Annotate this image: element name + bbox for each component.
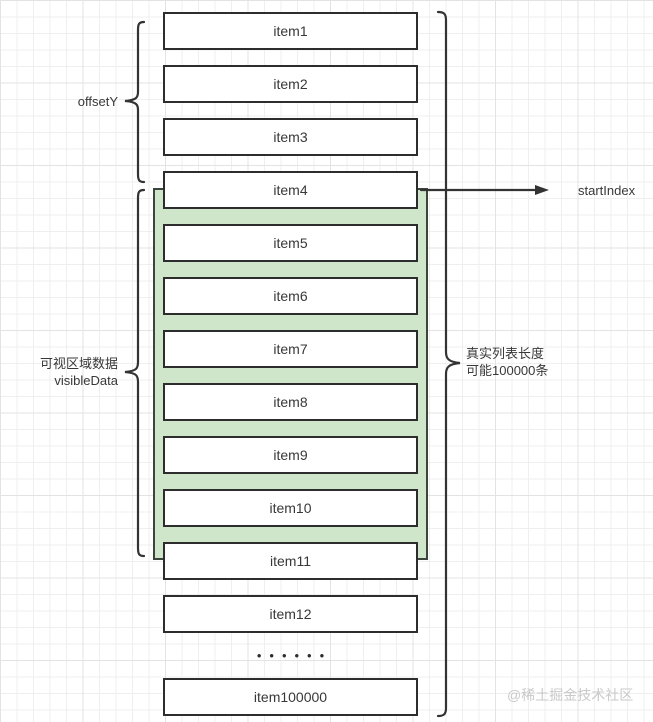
list-item: item8 bbox=[163, 383, 418, 421]
list-item: item1 bbox=[163, 12, 418, 50]
startindex-label: startIndex bbox=[578, 183, 636, 198]
visibledata-label-cn: 可视区域数据 bbox=[39, 356, 118, 371]
list-item: item3 bbox=[163, 118, 418, 156]
list-item: item100000 bbox=[163, 678, 418, 716]
visibledata-label: 可视区域数据 visibleData bbox=[40, 355, 118, 389]
list-item: item6 bbox=[163, 277, 418, 315]
offsety-brace bbox=[124, 20, 146, 184]
list-item: item4 bbox=[163, 171, 418, 209]
list-item: item5 bbox=[163, 224, 418, 262]
list-item: item11 bbox=[163, 542, 418, 580]
real-length-label: 真实列表长度 可能100000条 bbox=[466, 345, 548, 379]
ellipsis-dots: •••••• bbox=[256, 648, 333, 663]
offsety-label: offsetY bbox=[77, 94, 118, 109]
watermark: @稀土掘金技术社区 bbox=[507, 687, 634, 703]
list-item: item7 bbox=[163, 330, 418, 368]
visibledata-brace bbox=[124, 188, 146, 558]
real-length-label-line2: 可能100000条 bbox=[466, 363, 549, 378]
list-item: item10 bbox=[163, 489, 418, 527]
visibledata-label-en: visibleData bbox=[54, 373, 118, 388]
real-length-label-line1: 真实列表长度 bbox=[466, 346, 545, 361]
list-item: item9 bbox=[163, 436, 418, 474]
list-item: item12 bbox=[163, 595, 418, 633]
item-list: item1 item2 item3 item4 item5 item6 item… bbox=[163, 12, 418, 716]
list-item: item2 bbox=[163, 65, 418, 103]
list-length-brace bbox=[436, 10, 461, 718]
startindex-arrowhead-icon bbox=[535, 185, 549, 195]
